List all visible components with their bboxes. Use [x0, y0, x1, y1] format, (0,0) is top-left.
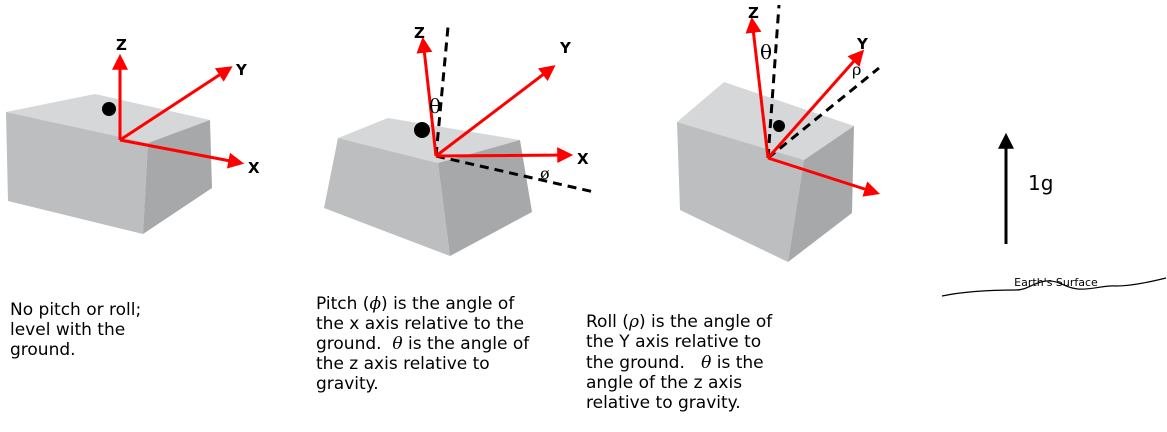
- mounting-dot: [773, 120, 785, 132]
- z-axis-arrow: [745, 16, 770, 159]
- x-axis-arrow: [767, 156, 881, 197]
- caption-line: Roll (ρ) is the angle of: [586, 312, 773, 332]
- x-axis-arrow: [435, 147, 574, 164]
- y-axis-arrow: [766, 49, 865, 159]
- caption-line: ground.: [10, 340, 76, 360]
- y-axis-label: Y: [856, 35, 869, 53]
- x-axis-label: X: [577, 150, 589, 168]
- pitch-panel: Z Y X θ ø: [324, 24, 595, 256]
- caption-line: the Y axis relative to: [586, 332, 762, 352]
- pitch-block: [324, 118, 532, 256]
- roll-block: [677, 82, 854, 262]
- mounting-dot: [414, 122, 430, 138]
- x-axis-arrow: [119, 138, 245, 169]
- earth-surface-label: Earth's Surface: [1014, 276, 1098, 289]
- gravity-panel: 1g Earth's Surface: [941, 132, 1167, 297]
- pitch-caption: Pitch (ϕ) is the angle of the x axis rel…: [316, 294, 529, 394]
- z-reference-dashed-line: [766, 4, 781, 159]
- y-axis-label: Y: [235, 61, 248, 79]
- caption-line: gravity.: [316, 374, 379, 394]
- x-reference-dashed-line: [435, 154, 595, 194]
- caption-line: the z axis relative to: [316, 354, 490, 374]
- y-axis-arrow: [119, 66, 233, 142]
- z-axis-label: Z: [116, 36, 127, 54]
- gravity-label: 1g: [1028, 171, 1053, 195]
- x-axis-label: X: [248, 159, 260, 177]
- caption-line: level with the: [10, 320, 126, 340]
- z-axis-arrow: [416, 36, 438, 157]
- caption-line: relative to gravity.: [586, 393, 741, 413]
- z-axis-label: Z: [748, 4, 759, 22]
- z-axis-label: Z: [414, 24, 425, 42]
- earth-surface-line: [941, 277, 1167, 297]
- rho-symbol: ρ: [852, 60, 861, 79]
- mounting-dot: [102, 102, 116, 116]
- roll-caption: Roll (ρ) is the angle of the Y axis rela…: [586, 312, 772, 413]
- level-panel: Z Y X: [6, 36, 260, 234]
- z-reference-dashed-line: [434, 26, 450, 157]
- y-reference-dashed-line: [767, 66, 880, 160]
- caption-line: No pitch or roll;: [10, 300, 142, 320]
- roll-panel: Z Y θ ρ: [677, 4, 881, 262]
- y-axis-arrow: [435, 65, 556, 158]
- caption-line: ground. θ is the angle of: [316, 334, 530, 354]
- level-caption: No pitch or roll; level with the ground.: [10, 300, 141, 360]
- caption-line: Pitch (ϕ) is the angle of: [316, 294, 515, 314]
- theta-symbol: θ: [760, 40, 772, 64]
- caption-line: angle of the z axis: [586, 373, 743, 393]
- caption-line: the x axis relative to the: [316, 314, 525, 334]
- theta-symbol: θ: [429, 94, 441, 118]
- y-axis-label: Y: [559, 39, 572, 57]
- caption-line: the ground. θ is the: [586, 353, 764, 373]
- phi-symbol: ø: [540, 164, 550, 183]
